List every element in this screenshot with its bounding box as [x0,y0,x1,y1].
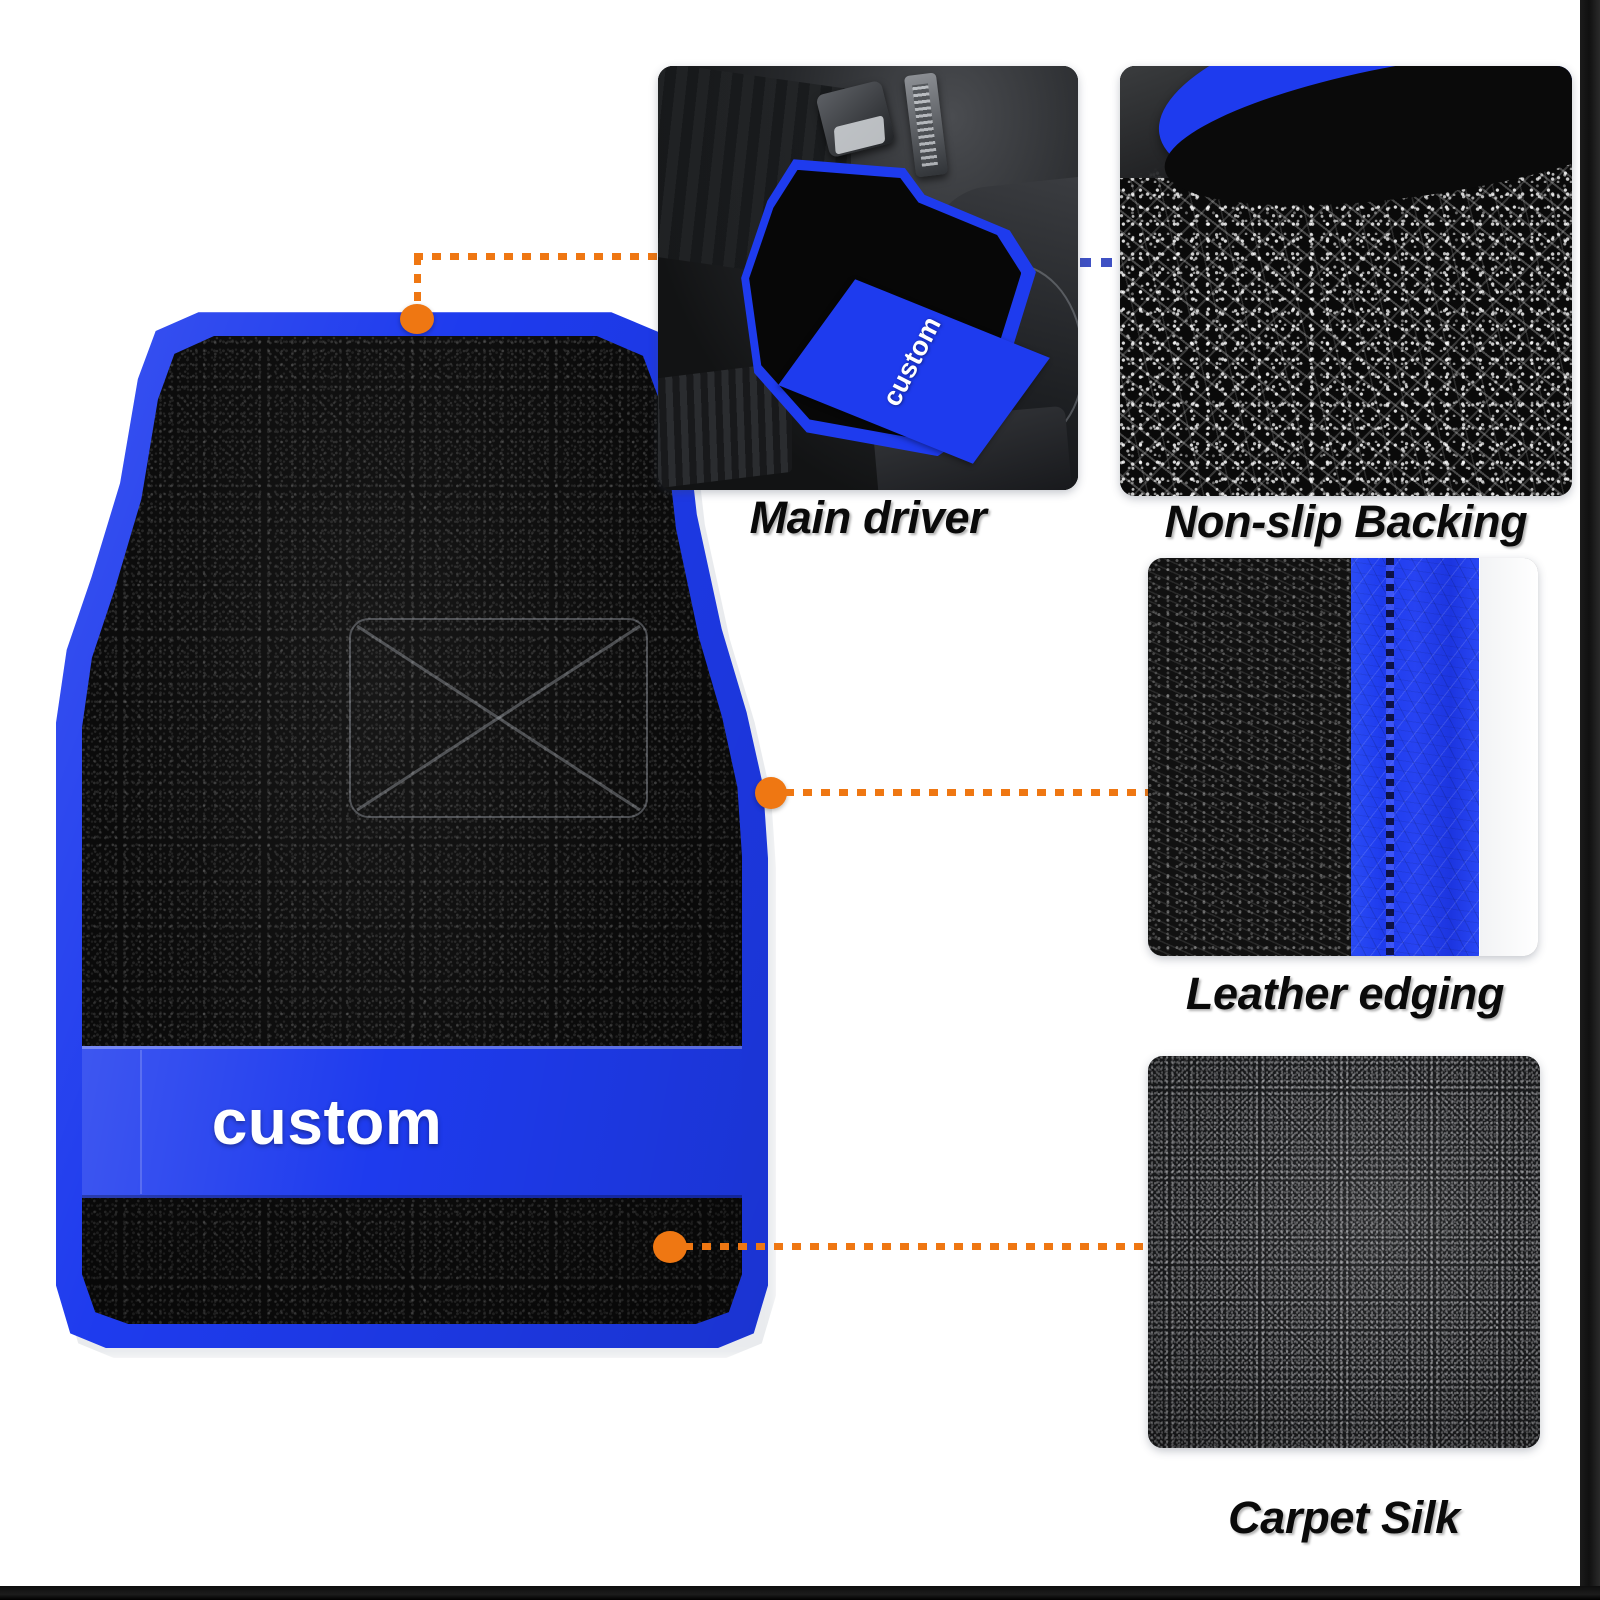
connector-main-driver-horizontal [414,253,664,260]
leather-panel-carpet [1148,558,1351,956]
feature-image-non-slip-backing[interactable] [1120,66,1572,496]
connector-leather-edging [785,789,1155,796]
mat-name-band: custom [82,1046,742,1198]
callout-dot-carpet-silk [653,1231,687,1263]
band-stitch-line [140,1050,142,1194]
connector-non-slip-backing [1080,258,1124,267]
callout-dot-leather-edging [755,777,787,809]
caption-main-driver: Main driver [749,492,987,543]
feature-image-leather-edging[interactable] [1148,558,1538,956]
connector-main-driver-vertical [414,256,421,320]
feature-image-main-driver[interactable]: custom [658,66,1078,490]
caption-leather-edging: Leather edging [1185,968,1505,1019]
connector-carpet-silk [684,1243,1156,1250]
page-edge-right [1580,0,1600,1600]
feature-image-carpet-silk[interactable] [1148,1056,1540,1448]
mat-carpet-surface: custom [82,335,742,1324]
leather-edging-photo [1148,558,1538,956]
callout-dot-main-driver [400,304,434,334]
silk-pile-texture [1148,1056,1540,1448]
leather-panel-blue-trim [1350,558,1480,956]
non-slip-backing-photo [1120,66,1572,496]
caption-carpet-silk: Carpet Silk [1228,1492,1460,1543]
floor-mat-illustration: custom [56,306,776,1358]
leather-panel-white-edge [1479,558,1538,956]
mat-custom-label: custom [211,1086,443,1158]
silk-pile-shading [1148,1056,1540,1448]
band-sheen [82,1046,742,1198]
caption-non-slip-backing: Non-slip Backing [1164,496,1528,547]
page-edge-bottom [0,1586,1600,1600]
leather-panel-stitching [1385,558,1394,956]
main-driver-photo: custom [658,66,1078,490]
heel-pad-x-cross-icon [349,618,648,818]
carpet-silk-photo [1148,1056,1540,1448]
